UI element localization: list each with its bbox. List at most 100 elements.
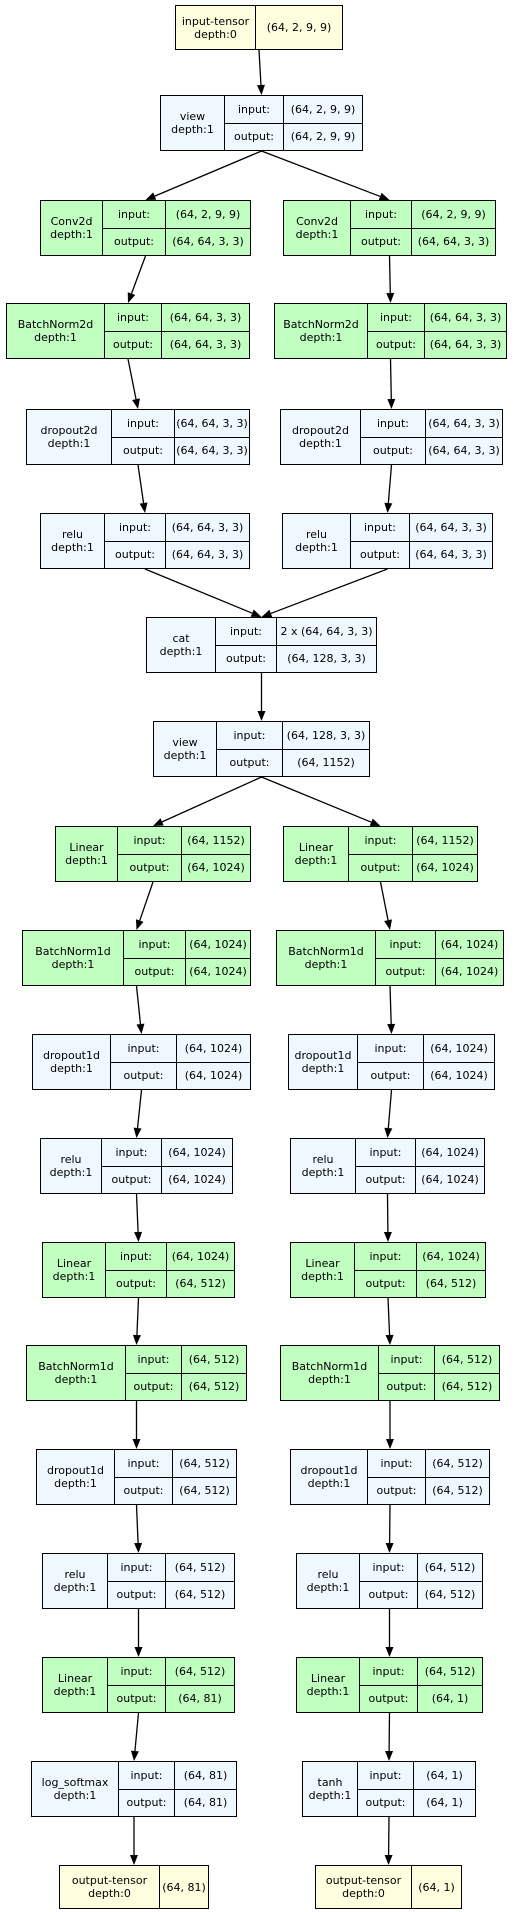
input-shape: (64, 1) <box>426 1768 463 1782</box>
io-table: input: (64, 64, 3, 3) output: (64, 64, 3, 3… <box>351 514 492 568</box>
output-shape: (64, 1) <box>426 1796 463 1810</box>
output-row: output:(64, 512) <box>126 1372 246 1400</box>
output-label: output: <box>119 1789 175 1816</box>
output-shape: (64, 64, 3, 3) <box>417 235 490 249</box>
input-label: input: <box>351 201 412 228</box>
node-depth: depth:1 <box>51 541 94 554</box>
output-label: output: <box>216 645 277 672</box>
output-shape: (64, 512) <box>175 1277 226 1291</box>
output-label: output: <box>112 437 175 464</box>
edge-bn2R-to-dr2R <box>389 358 392 400</box>
edge-dr1aL-to-relu2L <box>136 1089 143 1129</box>
arrowhead <box>369 818 381 826</box>
io-table: input:(64, 512)output:(64, 512) <box>126 1346 246 1400</box>
arrowhead <box>153 818 164 826</box>
input-shape: (64, 512) <box>424 1664 476 1678</box>
input-label: input: <box>355 1243 417 1270</box>
io-table: input:(64, 81)output:(64, 81) <box>119 1762 236 1816</box>
input-label: input: <box>376 931 436 958</box>
edge-view1-to-convR <box>261 150 381 198</box>
node-label: output-tensor <box>325 1874 402 1887</box>
output-row: output:(64, 64, 3, 3) <box>105 540 249 568</box>
input-label: input: <box>124 931 186 958</box>
node-label: relu <box>317 1568 339 1581</box>
arrowhead <box>139 502 148 513</box>
node-depth: depth:1 <box>65 854 108 867</box>
input-row: input:(64, 512) <box>126 1346 246 1373</box>
input-shape: (64, 2, 9, 9) <box>290 102 356 116</box>
input-shape: (64, 64, 3, 3) <box>415 520 487 534</box>
arrowhead <box>133 1127 142 1138</box>
input-shape: (64, 1024) <box>184 1041 243 1055</box>
output-label: output: <box>225 123 284 150</box>
input-shape: (64, 64, 3, 3) <box>176 416 248 430</box>
io-table: input:(64, 1024)output:(64, 512) <box>355 1243 485 1297</box>
arrowhead <box>386 292 395 303</box>
node-label: BatchNorm2d <box>283 318 359 331</box>
edge-in-to-view1 <box>258 49 262 86</box>
input-shape: (64, 128, 3, 3) <box>286 728 366 742</box>
node-depth: depth:1 <box>51 958 95 971</box>
output-row: output:(64, 1024) <box>356 1165 484 1193</box>
io-table: input:(64, 2, 9, 9)output:(64, 2, 9, 9) <box>225 96 362 150</box>
output-shape: (64, 512) <box>432 1484 483 1498</box>
output-shape: (64, 64, 3, 3) <box>176 444 248 458</box>
input-shape: (64, 512) <box>174 1664 226 1678</box>
node-label: dropout1d <box>47 1464 104 1477</box>
input-row: input:(64, 512) <box>360 1554 482 1581</box>
input-row: input:(64, 512) <box>115 1450 236 1477</box>
output-shape: (64, 81) <box>178 1692 222 1706</box>
output-shape: (64, 64, 3, 3) <box>169 338 242 352</box>
input-shape: (64, 1024) <box>440 937 499 951</box>
input-label: input: <box>351 514 410 541</box>
output-label: output: <box>360 1685 418 1712</box>
node-label: Linear <box>298 841 334 854</box>
io-table: input:(64, 512)output:(64, 1) <box>360 1658 482 1712</box>
output-row: output:(64, 2, 9, 9) <box>225 122 362 150</box>
node-depth: depth:1 <box>299 331 343 344</box>
node-depth: depth:1 <box>163 749 207 762</box>
output-shape: (64, 1152) <box>297 756 355 770</box>
output-shape: (64, 64, 3, 3) <box>415 548 487 562</box>
output-label: output: <box>351 228 412 255</box>
io-table: input:(64, 512)output:(64, 512) <box>368 1450 489 1504</box>
output-shape: (64, 1) <box>431 1692 469 1706</box>
node-label: dropout1d <box>43 1049 100 1062</box>
input-label: input: <box>108 1658 166 1685</box>
output-label: output: <box>368 331 425 358</box>
node-label: dropout1d <box>294 1049 352 1062</box>
output-shape: (64, 1024) <box>184 1069 243 1083</box>
output-shape: (64, 1024) <box>440 965 499 979</box>
node-label: relu <box>312 1153 334 1166</box>
output-shape: (64, 81) <box>183 1796 228 1810</box>
node-label: output-tensor <box>71 1874 148 1887</box>
output-shape: (64, 1024) <box>189 965 247 979</box>
output-shape: (64, 1024) <box>168 1173 226 1187</box>
input-label: input: <box>108 1554 166 1581</box>
arrowhead <box>385 1750 394 1761</box>
output-label: output: <box>376 958 436 985</box>
arrowhead <box>384 502 393 513</box>
output-shape: (64, 64, 3, 3) <box>428 444 500 458</box>
input-shape: (64, 512) <box>188 1352 240 1366</box>
input-shape: (64, 1152) <box>416 833 474 847</box>
input-row: input:(64, 2, 9, 9) <box>103 201 250 228</box>
arrowhead <box>385 1647 394 1657</box>
io-table: input:(64, 2, 9, 9)output:(64, 64, 3, 3) <box>351 201 495 255</box>
input-shape: (64, 512) <box>424 1560 476 1574</box>
output-label: output: <box>351 541 410 568</box>
output-label: output: <box>102 1166 162 1193</box>
output-shape: (64, 1024) <box>421 1173 479 1187</box>
output-row: output:(64, 81) <box>108 1684 234 1712</box>
